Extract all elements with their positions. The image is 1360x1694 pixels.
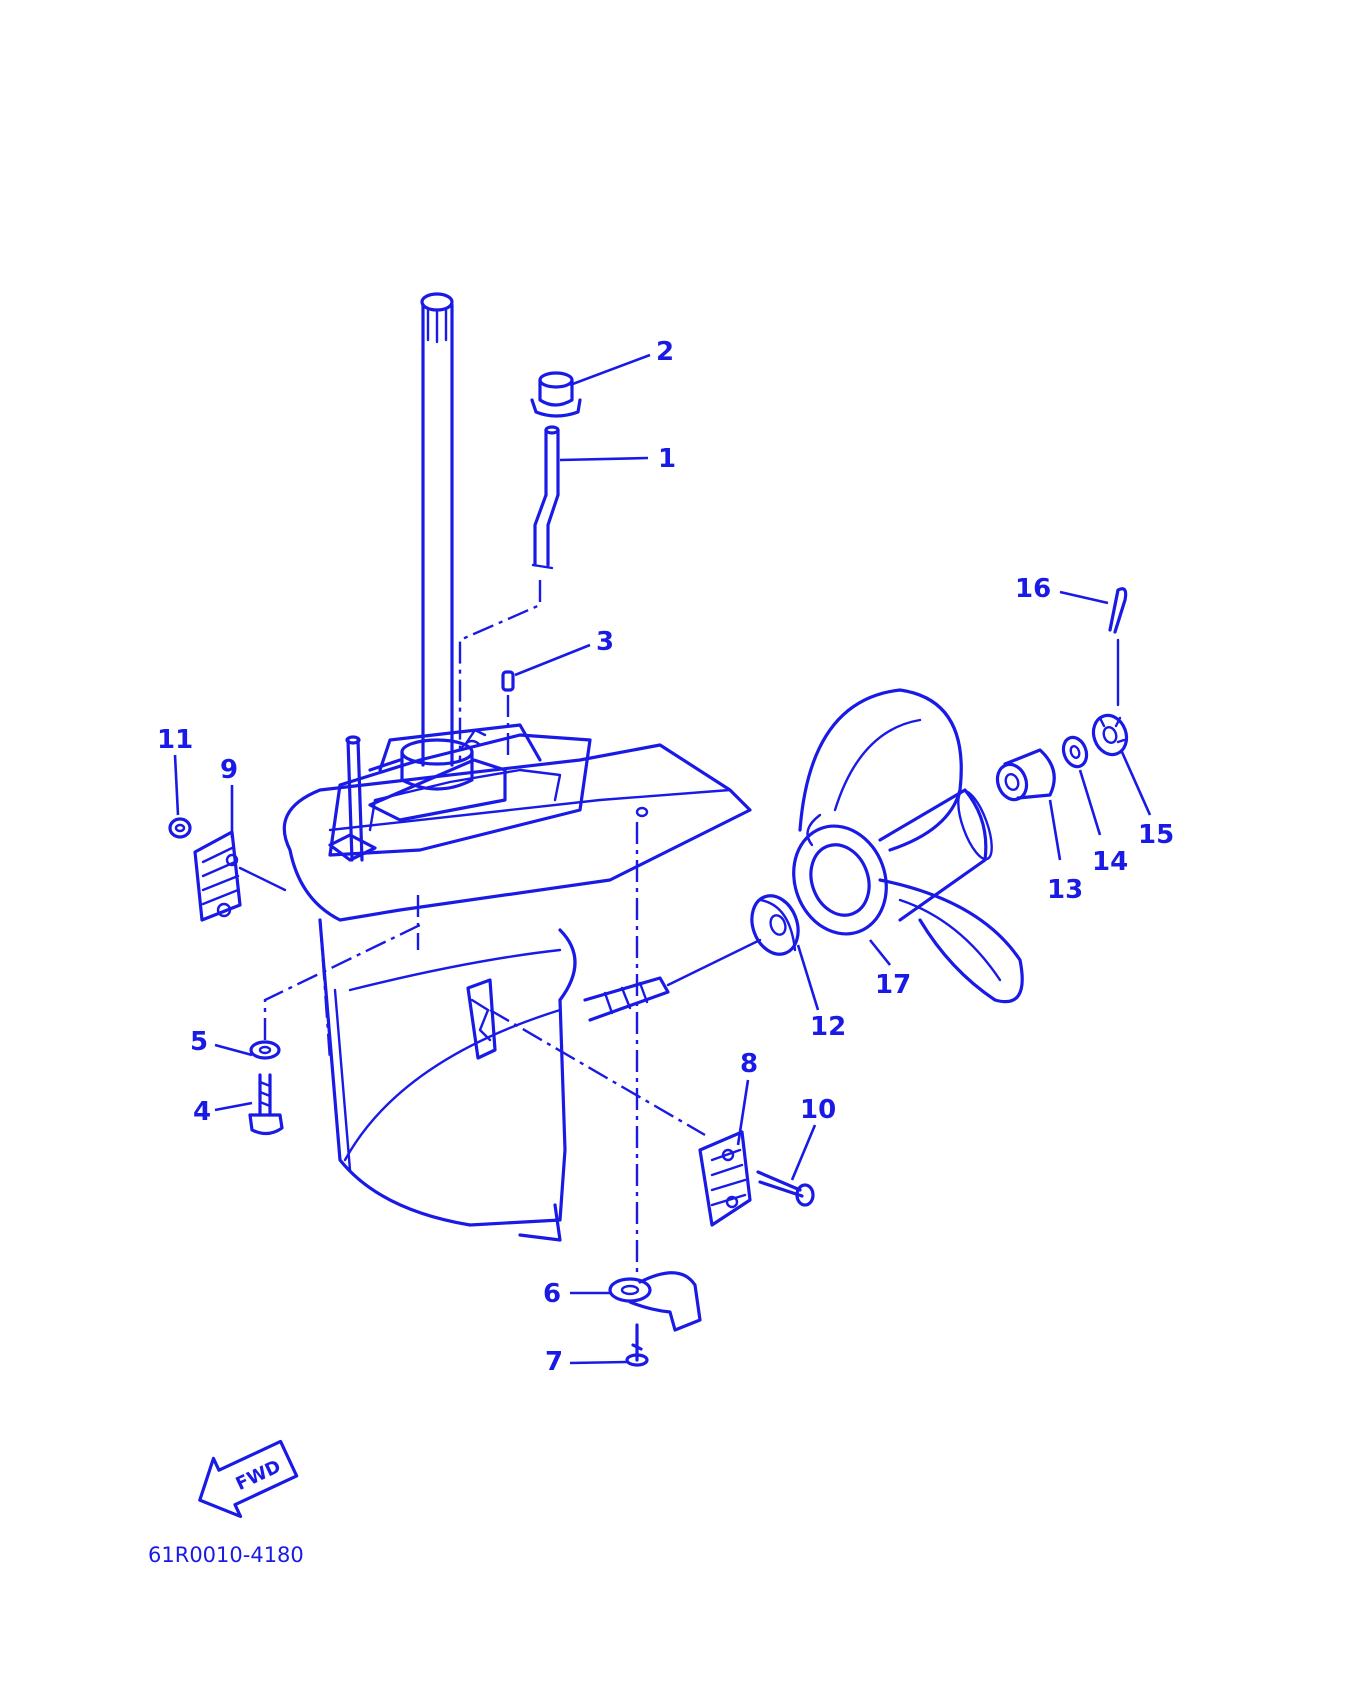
callout-1: 1 bbox=[658, 444, 676, 474]
callout-13: 13 bbox=[1047, 875, 1083, 905]
anode-nut-left bbox=[168, 817, 192, 839]
anode-right bbox=[489, 1008, 752, 1227]
thrust-washer bbox=[750, 894, 800, 956]
lower-casing bbox=[282, 723, 752, 1242]
callout-10: 10 bbox=[800, 1095, 836, 1125]
fwd-arrow-icon: FWD bbox=[198, 1439, 299, 1519]
shift-rod bbox=[458, 425, 560, 760]
spacer bbox=[995, 748, 1056, 802]
callout-labels: 1 2 3 4 5 6 7 8 9 10 11 12 13 14 15 16 1… bbox=[157, 337, 1174, 1377]
bolt-and-washer-left bbox=[248, 923, 421, 1136]
callout-2: 2 bbox=[656, 337, 674, 367]
callout-9: 9 bbox=[220, 755, 238, 785]
drive-shaft bbox=[368, 292, 507, 822]
callout-4: 4 bbox=[193, 1097, 211, 1127]
callout-16: 16 bbox=[1015, 574, 1051, 604]
propeller bbox=[792, 688, 1024, 1004]
callout-8: 8 bbox=[740, 1049, 758, 1079]
callout-11: 11 bbox=[157, 725, 193, 755]
callout-12: 12 bbox=[810, 1012, 846, 1042]
callout-6: 6 bbox=[543, 1279, 561, 1309]
callout-15: 15 bbox=[1138, 820, 1174, 850]
castle-nut bbox=[1091, 713, 1129, 757]
anode-bolt-right bbox=[756, 1170, 815, 1207]
diagram-part-number: 61R0010-4180 bbox=[148, 1543, 304, 1567]
grommet-bushing bbox=[530, 371, 582, 418]
trim-tab-anode bbox=[608, 822, 702, 1367]
callout-17: 17 bbox=[875, 970, 911, 1000]
callout-7: 7 bbox=[545, 1347, 563, 1377]
cotter-pin bbox=[1108, 587, 1128, 707]
propeller-shaft bbox=[583, 938, 762, 1022]
water-tube bbox=[328, 735, 482, 862]
callout-5: 5 bbox=[190, 1027, 208, 1057]
washer bbox=[1061, 735, 1089, 769]
leader-lines bbox=[173, 353, 1152, 1365]
callout-14: 14 bbox=[1092, 847, 1128, 877]
dowel-pin bbox=[501, 670, 515, 760]
anode-left bbox=[193, 830, 287, 922]
callout-3: 3 bbox=[596, 627, 614, 657]
